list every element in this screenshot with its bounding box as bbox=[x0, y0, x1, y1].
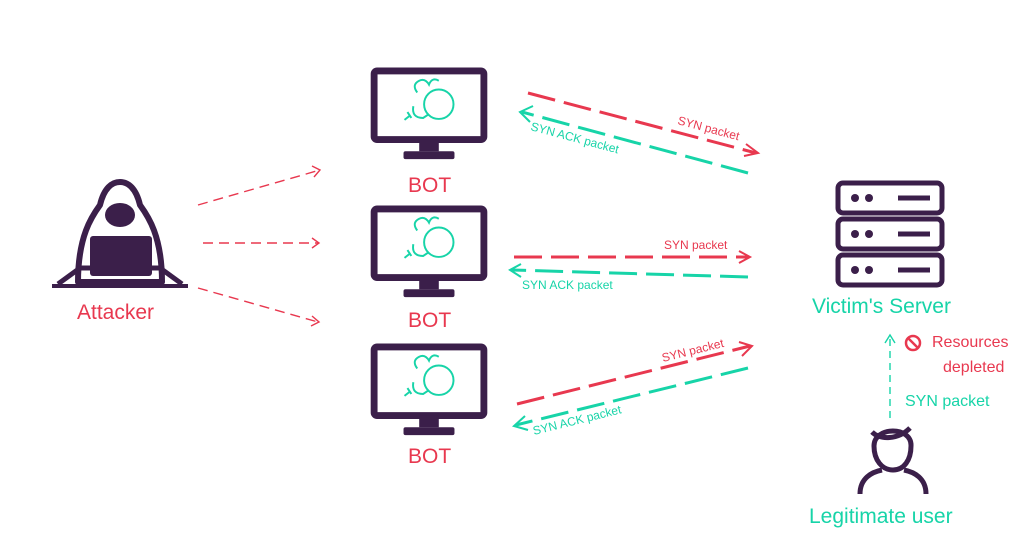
bot-1-syn-label: SYN packet bbox=[676, 113, 741, 143]
bot-2-synack-label: SYN ACK packet bbox=[522, 278, 613, 292]
bot-1-synack-arrow bbox=[521, 110, 749, 175]
user-syn-arrow bbox=[884, 333, 896, 418]
arrow-to-bot-3 bbox=[197, 287, 319, 323]
bot-1-synack-label: SYN ACK packet bbox=[529, 119, 621, 156]
bot-1-packet-arrows bbox=[518, 91, 761, 175]
legitimate-user-label: Legitimate user bbox=[809, 505, 953, 528]
bot-2-synack-arrow bbox=[511, 268, 749, 279]
bot-3-synack-label: SYN ACK packet bbox=[531, 402, 623, 438]
resources-depleted-line2: depleted bbox=[943, 359, 1005, 376]
bot-3-monitor-icon bbox=[374, 347, 484, 435]
bot-2-label: BOT bbox=[408, 309, 452, 332]
attacker-label: Attacker bbox=[77, 301, 155, 324]
victim-server-label: Victim's Server bbox=[812, 295, 951, 318]
attacker-to-bot-arrows bbox=[197, 165, 322, 327]
resources-depleted-line1: Resources bbox=[932, 334, 1009, 351]
user-silhouette-icon bbox=[857, 426, 929, 495]
arrow-to-bot-1 bbox=[197, 169, 321, 206]
bot-3-synack-arrow bbox=[515, 366, 749, 427]
prohibited-icon bbox=[904, 334, 922, 352]
bot-3-syn-arrow bbox=[516, 344, 751, 406]
server-rack-icon bbox=[835, 180, 945, 288]
bot-1-monitor-icon bbox=[374, 71, 484, 159]
bot-1-syn-arrow bbox=[527, 91, 757, 155]
attacker-icon bbox=[52, 179, 188, 288]
bot-3-syn-label: SYN packet bbox=[660, 336, 726, 365]
bot-2-syn-label: SYN packet bbox=[664, 238, 728, 252]
bot-3-label: BOT bbox=[408, 445, 452, 468]
bot-3-packet-arrows bbox=[511, 341, 754, 431]
bot-2-packet-arrows bbox=[508, 250, 753, 279]
bot-2-monitor-icon bbox=[374, 209, 484, 297]
bot-1-label: BOT bbox=[408, 174, 452, 197]
user-syn-packet-label: SYN packet bbox=[905, 393, 990, 410]
